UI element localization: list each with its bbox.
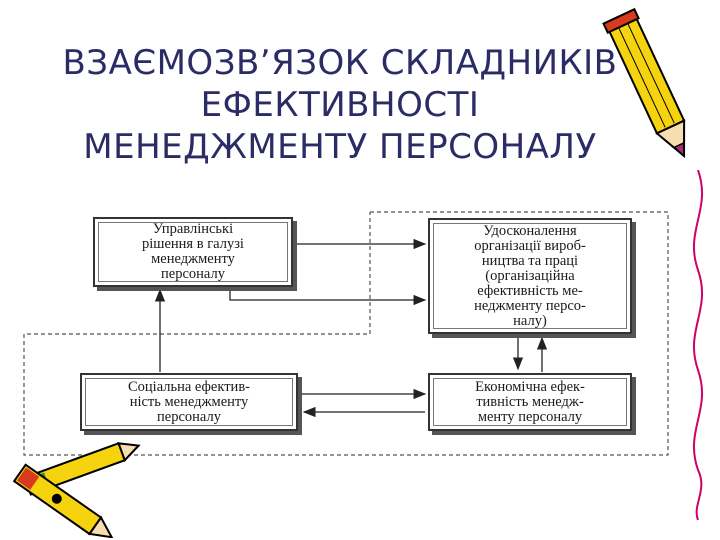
pencil-icon — [602, 7, 686, 159]
box-management-decisions-label: Управлінські рішення в галузі менеджмент… — [98, 222, 288, 282]
box-social-efficiency-label: Соціальна ефектив- ність менеджменту пер… — [85, 378, 293, 426]
box-economic-efficiency-label: Економічна ефек- тивність менедж- менту … — [433, 378, 627, 426]
title-line-1: ВЗАЄМОЗВ’ЯЗОК СКЛАДНИКІВ — [62, 43, 618, 83]
box-management-decisions: Управлінські рішення в галузі менеджмент… — [93, 217, 293, 287]
slide-title: ВЗАЄМОЗВ’ЯЗОК СКЛАДНИКІВ ЕФЕКТИВНОСТІ МЕ… — [40, 42, 640, 168]
title-line-3: МЕНЕДЖМЕНТУ ПЕРСОНАЛУ — [83, 127, 597, 167]
crayons-icon — [12, 442, 141, 538]
box-organization-improvement: Удосконалення організації вироб- ництва … — [428, 218, 632, 334]
wavy-line-decoration — [693, 170, 703, 520]
box-organization-improvement-label: Удосконалення організації вироб- ництва … — [433, 223, 627, 329]
box-economic-efficiency: Економічна ефек- тивність менедж- менту … — [428, 373, 632, 431]
dashed-frame — [23, 211, 669, 456]
box-social-efficiency: Соціальна ефектив- ність менеджменту пер… — [80, 373, 298, 431]
arrow-decisions-to-organization-lower — [229, 288, 427, 306]
title-line-2: ЕФЕКТИВНОСТІ — [200, 85, 480, 125]
